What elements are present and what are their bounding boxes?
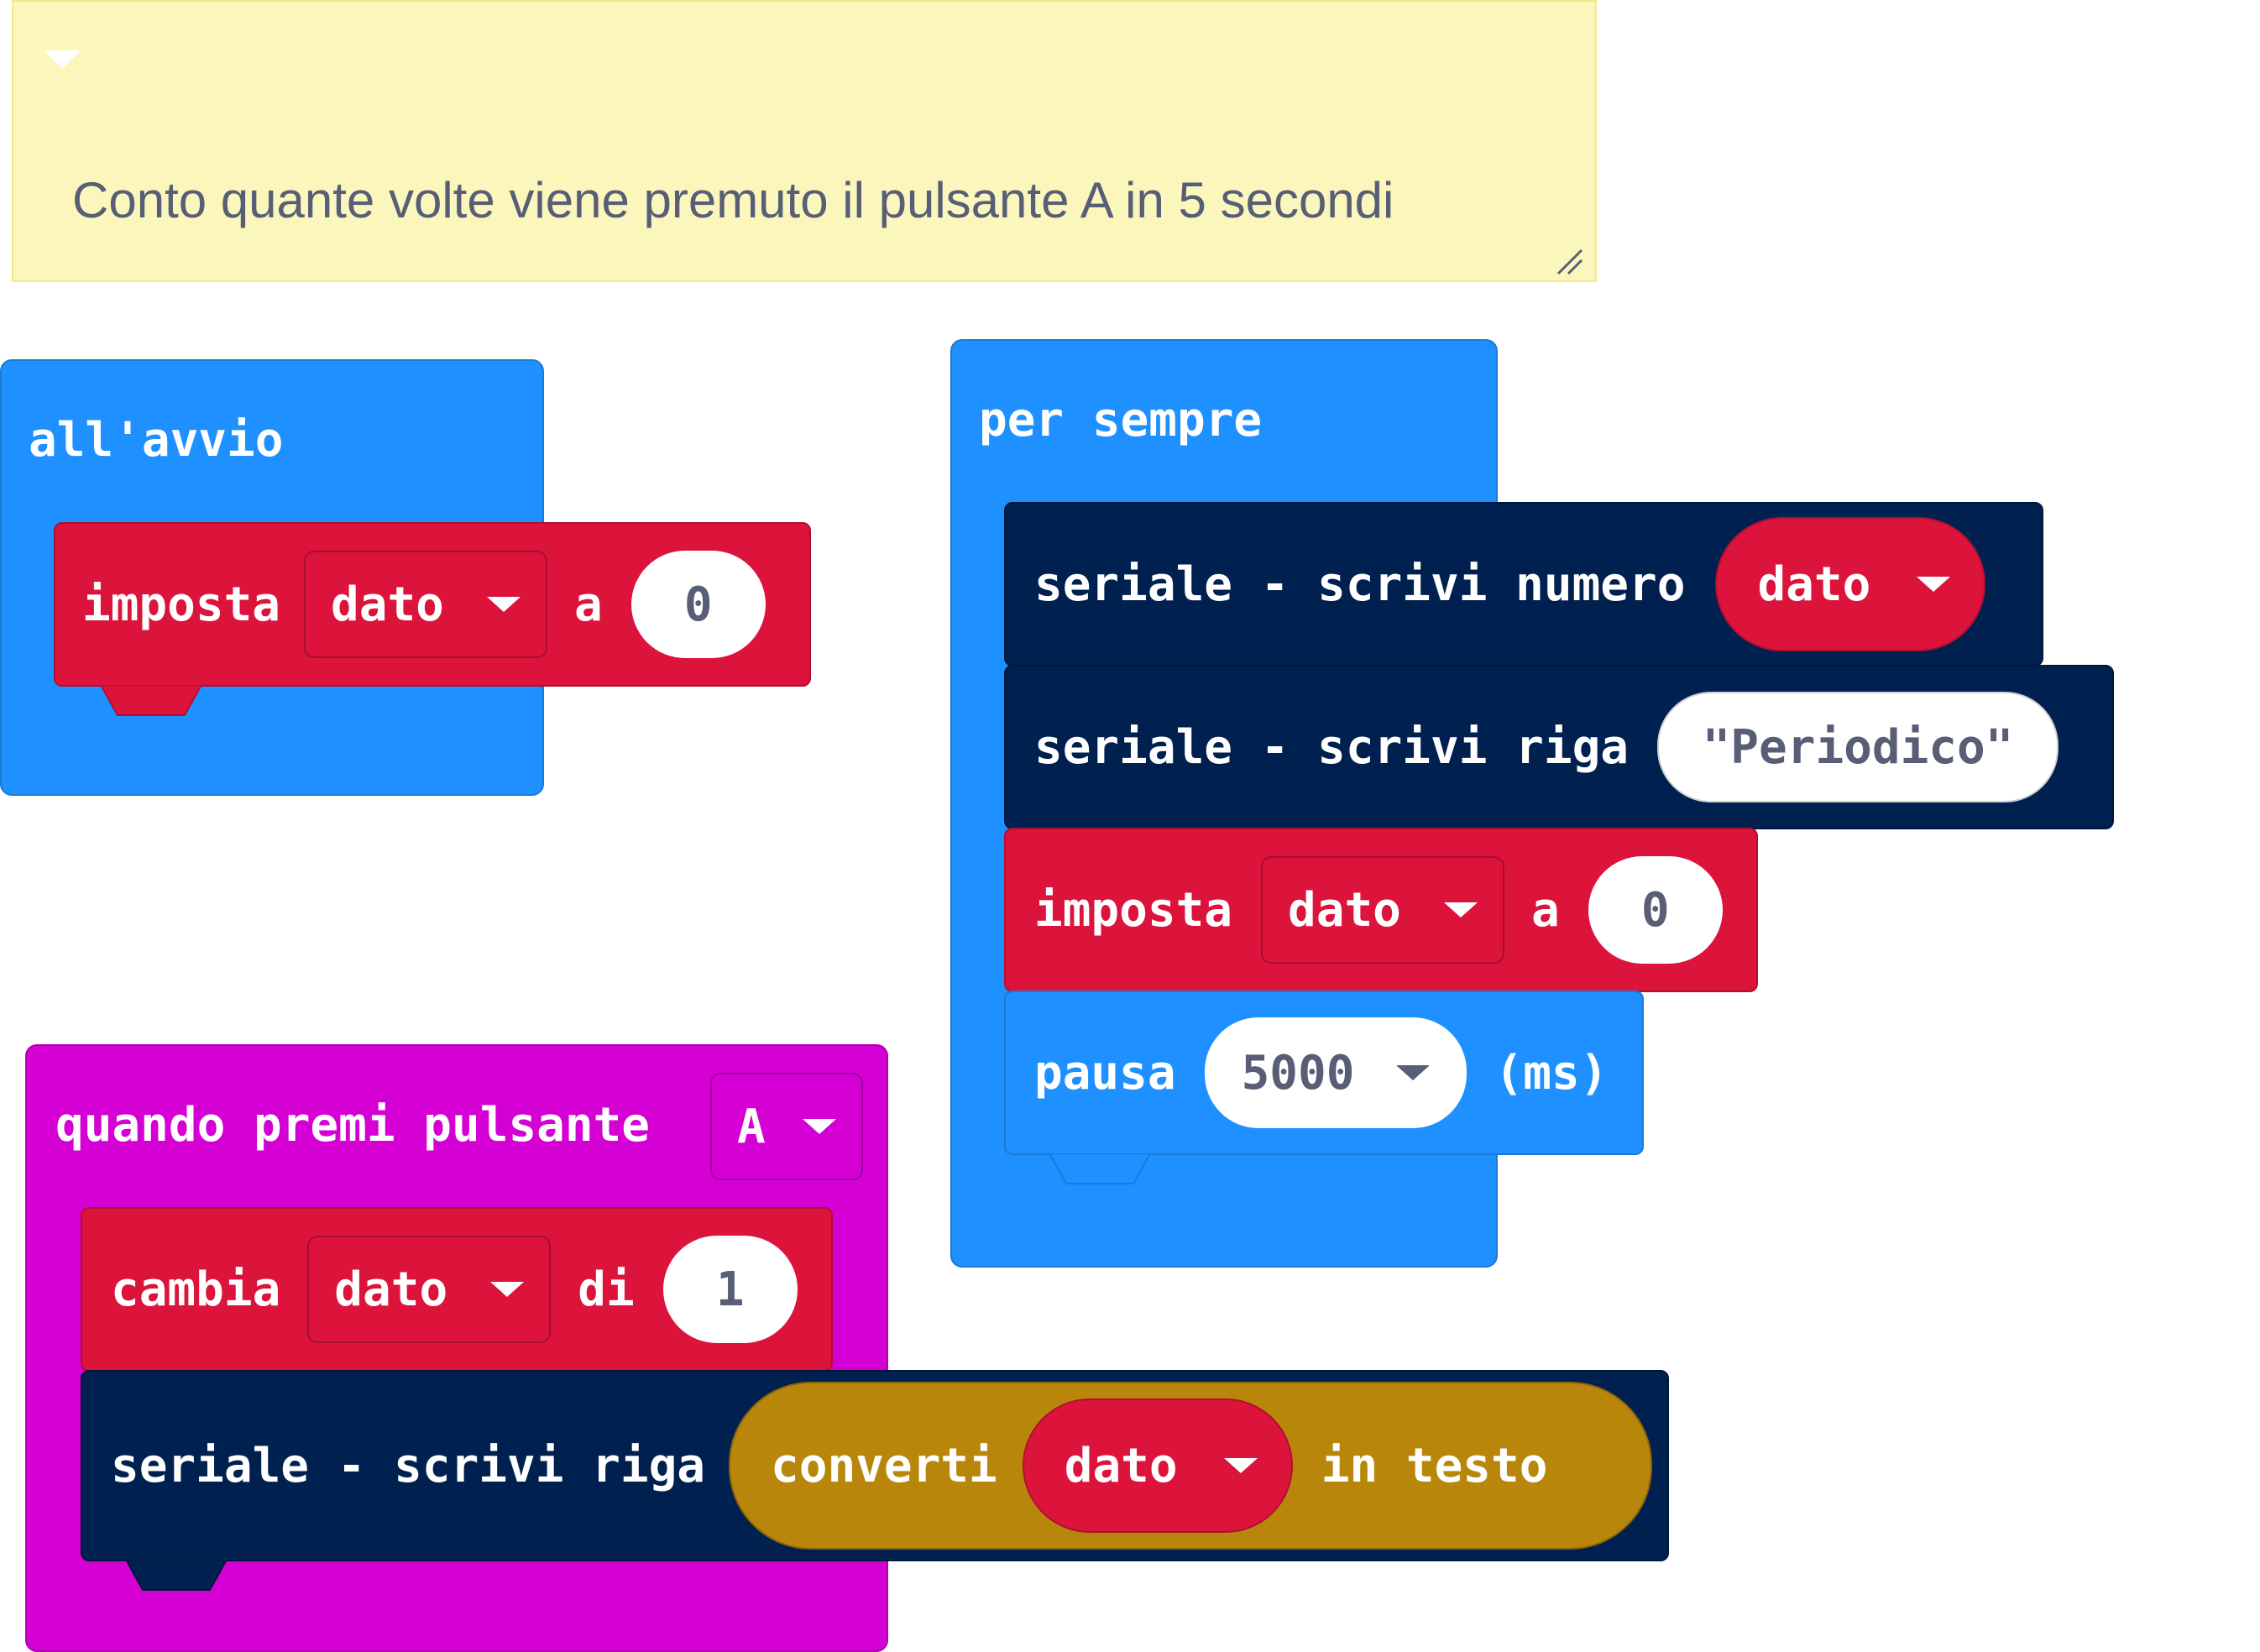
on-button-title: quando premi pulsante [55, 1098, 651, 1153]
variable-name: dato [1064, 1438, 1178, 1493]
comment-resize-icon[interactable] [1555, 247, 1585, 277]
pause-bottom-notch [1049, 1153, 1150, 1184]
button-name: A [737, 1099, 766, 1154]
variable-dropdown[interactable]: dato [1022, 1398, 1293, 1533]
workspace-comment[interactable]: Conto quante volte viene premuto il puls… [12, 0, 1597, 282]
serial-bottom-notch [126, 1560, 227, 1591]
text-value: Periodico [1730, 719, 1985, 775]
forever-title: per sempre [979, 393, 1263, 447]
serial-write-line-block[interactable]: seriale - scrivi riga converti dato in t… [81, 1370, 1669, 1561]
comment-collapse-icon[interactable] [44, 50, 81, 69]
on-start-set-block[interactable]: imposta dato a 0 [54, 522, 811, 687]
convert-to-text-block[interactable]: converti dato in testo [729, 1382, 1653, 1550]
value-input[interactable]: 1 [662, 1236, 798, 1343]
set-label: imposta [82, 577, 281, 632]
variable-name: dato [334, 1262, 448, 1317]
variable-name: dato [1757, 557, 1871, 612]
dropdown-arrow-icon [1223, 1458, 1258, 1473]
value-input[interactable]: 0 [630, 551, 766, 658]
dropdown-arrow-icon [1917, 577, 1951, 592]
comment-text[interactable]: Conto quante volte viene premuto il puls… [72, 172, 1394, 228]
dropdown-arrow-icon [487, 597, 521, 612]
to-label: a [574, 577, 603, 632]
dropdown-arrow-icon [1395, 1065, 1430, 1080]
variable-name: dato [1288, 882, 1401, 938]
by-label: di [578, 1262, 635, 1317]
set-bottom-notch [101, 685, 201, 716]
to-label: a [1531, 882, 1560, 938]
serial-write-line-block[interactable]: seriale - scrivi riga " Periodico " [1004, 665, 2114, 829]
serial-write-number-block[interactable]: seriale - scrivi numero dato [1004, 502, 2043, 667]
change-variable-block[interactable]: cambia dato di 1 [81, 1207, 833, 1372]
pause-duration-dropdown[interactable]: 5000 [1204, 1017, 1467, 1128]
serial-write-line-label: seriale - scrivi riga [111, 1438, 706, 1493]
convert-label: converti [771, 1438, 997, 1493]
pause-label: pausa [1034, 1045, 1176, 1100]
button-dropdown[interactable]: A [710, 1073, 863, 1180]
pause-unit: (ms) [1494, 1045, 1609, 1100]
dropdown-arrow-icon [490, 1282, 525, 1297]
set-label: imposta [1034, 882, 1233, 938]
pause-block[interactable]: pausa 5000 (ms) [1004, 991, 1644, 1155]
forever-set-block[interactable]: imposta dato a 0 [1004, 828, 1758, 992]
variable-dropdown[interactable]: dato [307, 1236, 552, 1343]
quote-close: " [1985, 719, 2014, 775]
value-input[interactable]: 0 [1588, 856, 1723, 964]
on-start-title: all'avvio [29, 413, 284, 468]
to-text-label: in testo [1321, 1438, 1548, 1493]
pause-duration-value: 5000 [1241, 1045, 1355, 1100]
variable-name: dato [331, 577, 444, 632]
variable-dropdown[interactable]: dato [1715, 517, 1986, 651]
dropdown-arrow-icon [803, 1119, 836, 1134]
quote-open: " [1702, 719, 1731, 775]
serial-write-number-label: seriale - scrivi numero [1034, 557, 1686, 612]
variable-dropdown[interactable]: dato [304, 551, 548, 658]
change-label: cambia [111, 1262, 281, 1317]
serial-write-line-label: seriale - scrivi riga [1034, 719, 1630, 775]
text-input[interactable]: " Periodico " [1657, 692, 2059, 802]
variable-dropdown[interactable]: dato [1261, 856, 1505, 964]
dropdown-arrow-icon [1444, 902, 1478, 917]
